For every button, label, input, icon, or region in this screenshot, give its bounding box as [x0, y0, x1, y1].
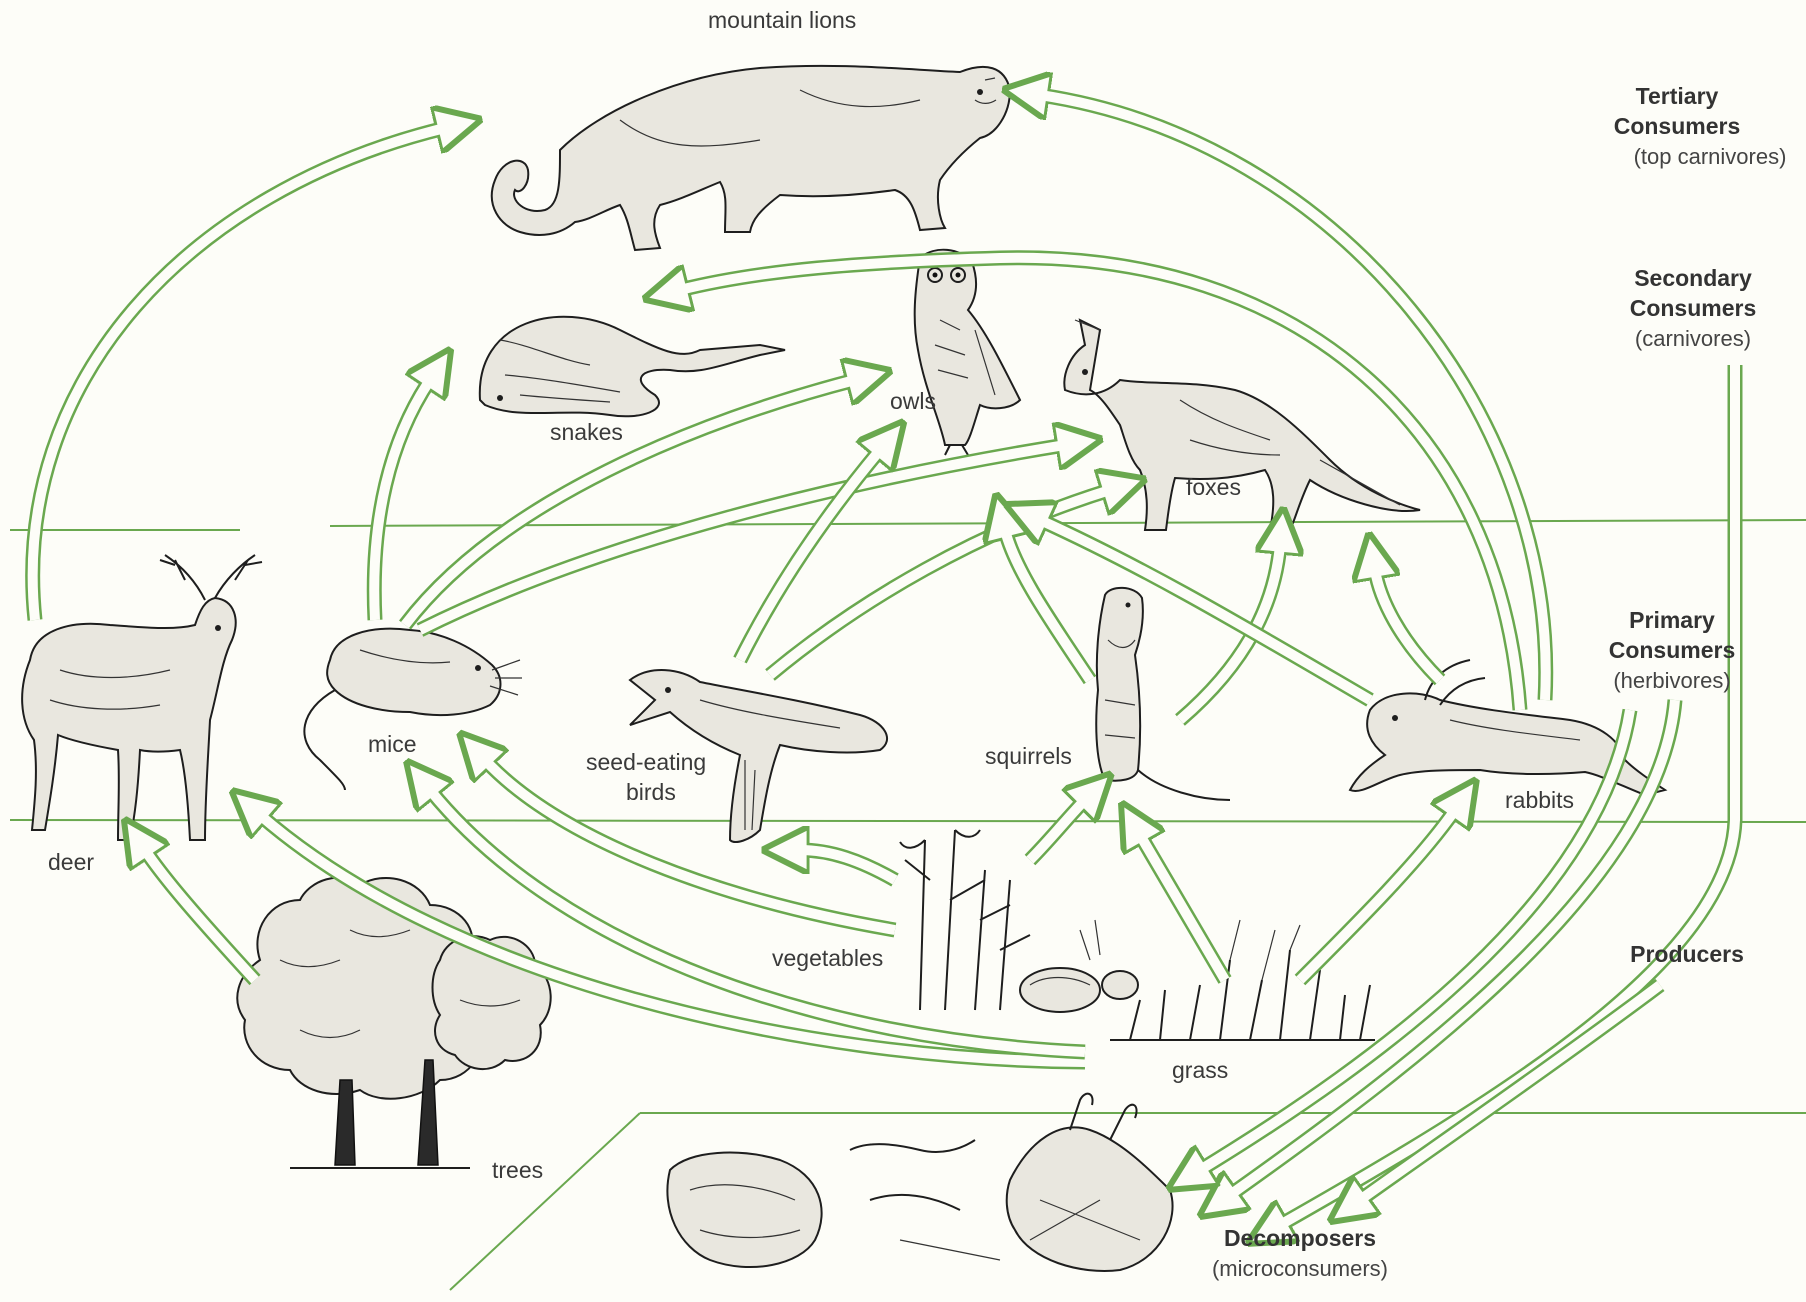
arrow-producers-to-decomposers [1360, 985, 1660, 1200]
snake-sketch [480, 317, 785, 417]
producers-title: Producers [1630, 941, 1744, 967]
secondary-sub: (carnivores) [1635, 326, 1751, 351]
primary-sub: (herbivores) [1613, 668, 1730, 693]
arrow-mouse-to-snake [374, 380, 430, 620]
tertiary-title-1: Tertiary [1636, 83, 1719, 109]
decomposers-sketch [667, 1094, 1172, 1271]
label-rabbits: rabbits [1505, 787, 1574, 813]
label-snakes: snakes [550, 419, 623, 445]
deer-sketch [22, 555, 262, 840]
label-mice: mice [368, 731, 417, 757]
arrow-grass-to-squirrel [1140, 835, 1225, 980]
trees-sketch [237, 878, 550, 1168]
arrow-grass-to-rabbit [1300, 810, 1455, 980]
decomposers-sub: (microconsumers) [1212, 1256, 1388, 1281]
label-trees: trees [492, 1157, 543, 1183]
vegetables-sketch [900, 830, 1138, 1012]
label-vegetables: vegetables [772, 945, 883, 971]
secondary-title-2: Consumers [1630, 295, 1757, 321]
owl-sketch [915, 250, 1020, 455]
arrow-tree-to-deer [145, 850, 255, 980]
mountain-lion-sketch [492, 66, 1010, 250]
label-owls: owls [890, 388, 936, 414]
decomposers-title: Decomposers [1224, 1225, 1376, 1251]
tertiary-title-2: Consumers [1614, 113, 1741, 139]
label-foxes: foxes [1186, 474, 1241, 500]
primary-title-2: Consumers [1609, 637, 1736, 663]
fox-sketch [1064, 320, 1420, 530]
arrow-mouse-to-fox [420, 445, 1065, 630]
arrow-rabbit-to-fox [1375, 570, 1440, 680]
arrow-bird-to-owl [740, 450, 880, 660]
label-mountain-lions: mountain lions [708, 7, 856, 33]
secondary-title-1: Secondary [1634, 265, 1752, 291]
arrow-vegetable-to-bird [800, 850, 895, 880]
tertiary-sub: (top carnivores) [1634, 144, 1787, 169]
primary-title-1: Primary [1629, 607, 1715, 633]
divider-decomposers-slant [450, 1113, 640, 1290]
arrow-tertiary-to-decomposers [1200, 710, 1630, 1170]
arrow-vegetable-to-squirrel [1030, 800, 1085, 860]
label-squirrels: squirrels [985, 743, 1072, 769]
arrow-squirrel-to-owl [1005, 530, 1090, 680]
label-seed-eating-line1: seed-eating [586, 749, 706, 775]
label-deer: deer [48, 849, 94, 875]
label-grass: grass [1172, 1057, 1228, 1083]
label-seed-eating-line2: birds [626, 779, 676, 805]
arrow-vegetable-to-mouse [485, 760, 895, 930]
